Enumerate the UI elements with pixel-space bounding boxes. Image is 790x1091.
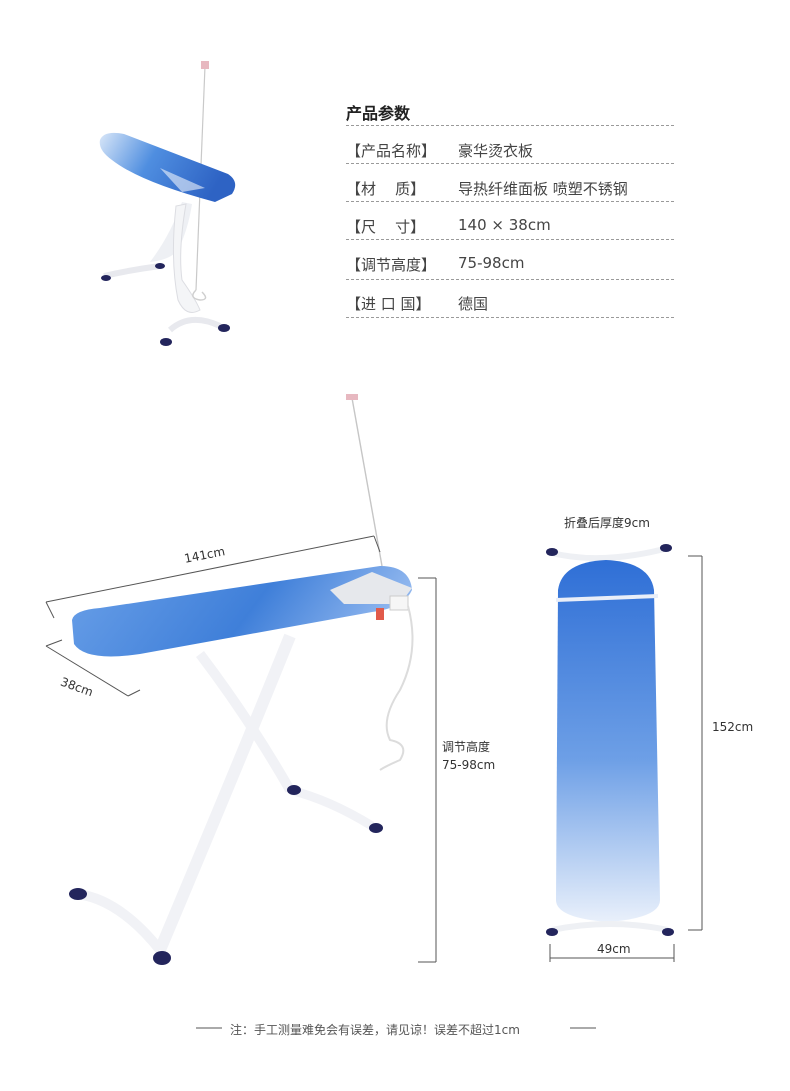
spec-divider	[346, 317, 674, 318]
spec-label: 【材 质】	[346, 180, 426, 198]
spec-label: 【调节高度】	[346, 256, 437, 274]
spec-row-size: 【尺 寸】 140 × 38cm	[346, 212, 674, 238]
spec-row-height: 【调节高度】 75-98cm	[346, 250, 674, 276]
small-ironing-board	[99, 61, 236, 346]
spec-value: 140 × 38cm	[458, 216, 551, 234]
spec-label: 【进 口 国】	[346, 295, 431, 313]
spec-divider	[346, 201, 674, 202]
folded-ironing-board	[546, 544, 674, 936]
height-range-label: 75-98cm	[442, 758, 496, 772]
folded-length-label: 152cm	[712, 720, 754, 734]
spec-value: 豪华烫衣板	[458, 142, 534, 160]
spec-row-name: 【产品名称】 豪华烫衣板	[346, 136, 674, 162]
spec-divider	[346, 279, 674, 280]
spec-divider	[346, 239, 674, 240]
spec-divider	[346, 163, 674, 164]
spec-value: 导热纤维面板 喷塑不锈钢	[458, 180, 628, 198]
folded-thickness-label: 折叠后厚度9cm	[564, 516, 650, 530]
dimension-lines	[45, 535, 703, 963]
spec-value: 德国	[458, 295, 489, 313]
spec-title: 产品参数	[346, 104, 411, 123]
footer-note: 注：手工测量难免会有误差，请见谅！误差不超过1cm	[230, 1023, 520, 1037]
height-title-label: 调节高度	[442, 740, 491, 754]
spec-row-origin: 【进 口 国】 德国	[346, 289, 674, 315]
spec-label: 【尺 寸】	[346, 218, 426, 236]
large-ironing-board	[69, 394, 414, 965]
spec-value: 75-98cm	[458, 254, 525, 272]
spec-divider	[346, 125, 674, 126]
spec-label: 【产品名称】	[346, 142, 437, 160]
folded-width-label: 49cm	[597, 942, 631, 956]
spec-row-material: 【材 质】 导热纤维面板 喷塑不锈钢	[346, 174, 674, 200]
